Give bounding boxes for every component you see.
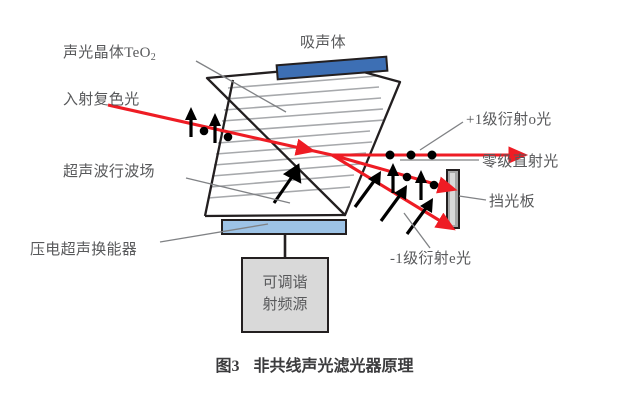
incident-beam-ray	[107, 103, 316, 156]
crystal-front-edge	[203, 79, 235, 217]
acoustic-direction-arrow	[272, 163, 302, 204]
label-plus-one-order: +1级衍射o光	[466, 112, 552, 128]
figure-caption: 图3 非共线声光滤光器原理	[0, 352, 629, 376]
incident-beam-ray-inner	[295, 145, 333, 157]
leader-crystal	[195, 60, 287, 113]
incident-polarization-markers	[185, 107, 233, 143]
label-zero-order: 零级直射光	[482, 154, 559, 170]
label-teo2-crystal: 声光晶体TeO2	[63, 45, 157, 63]
beam-blocker-plate	[446, 169, 460, 229]
label-acoustic-absorber: 吸声体	[300, 35, 346, 51]
zero-order-polarization-markers	[385, 150, 437, 160]
label-beam-blocker: 挡光板	[489, 194, 535, 210]
label-piezo-transducer: 压电超声换能器	[30, 242, 138, 258]
acoustic-wavefield-lines	[207, 75, 386, 199]
leader-order-minus1	[403, 212, 431, 249]
piezo-transducer-bar	[221, 219, 347, 235]
label-incident-light: 入射复色光	[63, 92, 140, 108]
tunable-rf-source-box: 可调谐 射频源	[241, 257, 329, 333]
leader-acoustic	[185, 177, 291, 204]
leader-lines	[159, 60, 487, 249]
leader-transducer	[159, 223, 269, 243]
rf-source-line-2: 射频源	[262, 297, 308, 313]
figure-caption-number: 图3	[215, 358, 240, 375]
rf-source-line-1: 可调谐	[262, 275, 308, 292]
crystal-bottom-edge	[204, 213, 346, 218]
label-minus-one-order: -1级衍射e光	[390, 251, 472, 267]
label-acoustic-wavefield: 超声波行波场	[63, 164, 155, 180]
minus-one-order-polarization-markers	[353, 171, 433, 235]
plus-one-order-polarization-markers	[387, 163, 439, 200]
figure-caption-title: 非共线声光滤光器原理	[253, 358, 414, 375]
acoustic-absorber-bar	[275, 55, 389, 81]
leader-blocker	[458, 195, 487, 201]
leader-order-plus1	[419, 121, 464, 151]
